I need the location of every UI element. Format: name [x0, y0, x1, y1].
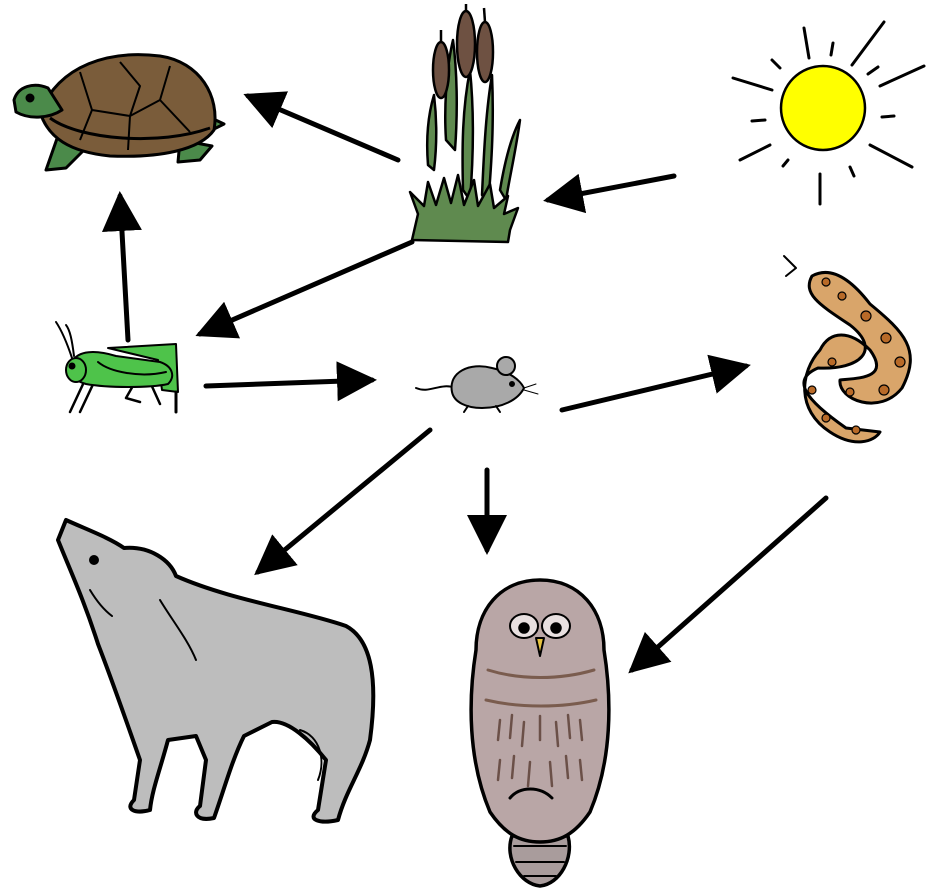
- cattail-plant-icon: [410, 4, 520, 242]
- grasshopper-icon: [56, 322, 178, 412]
- wolf-icon: [58, 520, 373, 822]
- arrow-mouse-to-wolf: [258, 430, 430, 572]
- arrow-cattail-to-turtle: [248, 96, 398, 160]
- arrow-cattail-to-grasshopper: [200, 242, 412, 334]
- arrow-snake-to-owl: [632, 498, 826, 670]
- arrow-grasshopper-to-turtle: [120, 196, 128, 340]
- owl-icon: [471, 580, 609, 886]
- sun-icon: [733, 22, 924, 204]
- arrow-sun-to-cattail: [548, 176, 674, 200]
- arrow-mouse-to-snake: [562, 366, 746, 410]
- arrow-grasshopper-to-mouse: [206, 380, 372, 386]
- mouse-icon: [416, 357, 538, 412]
- turtle-icon: [14, 55, 224, 170]
- snake-icon: [784, 256, 910, 442]
